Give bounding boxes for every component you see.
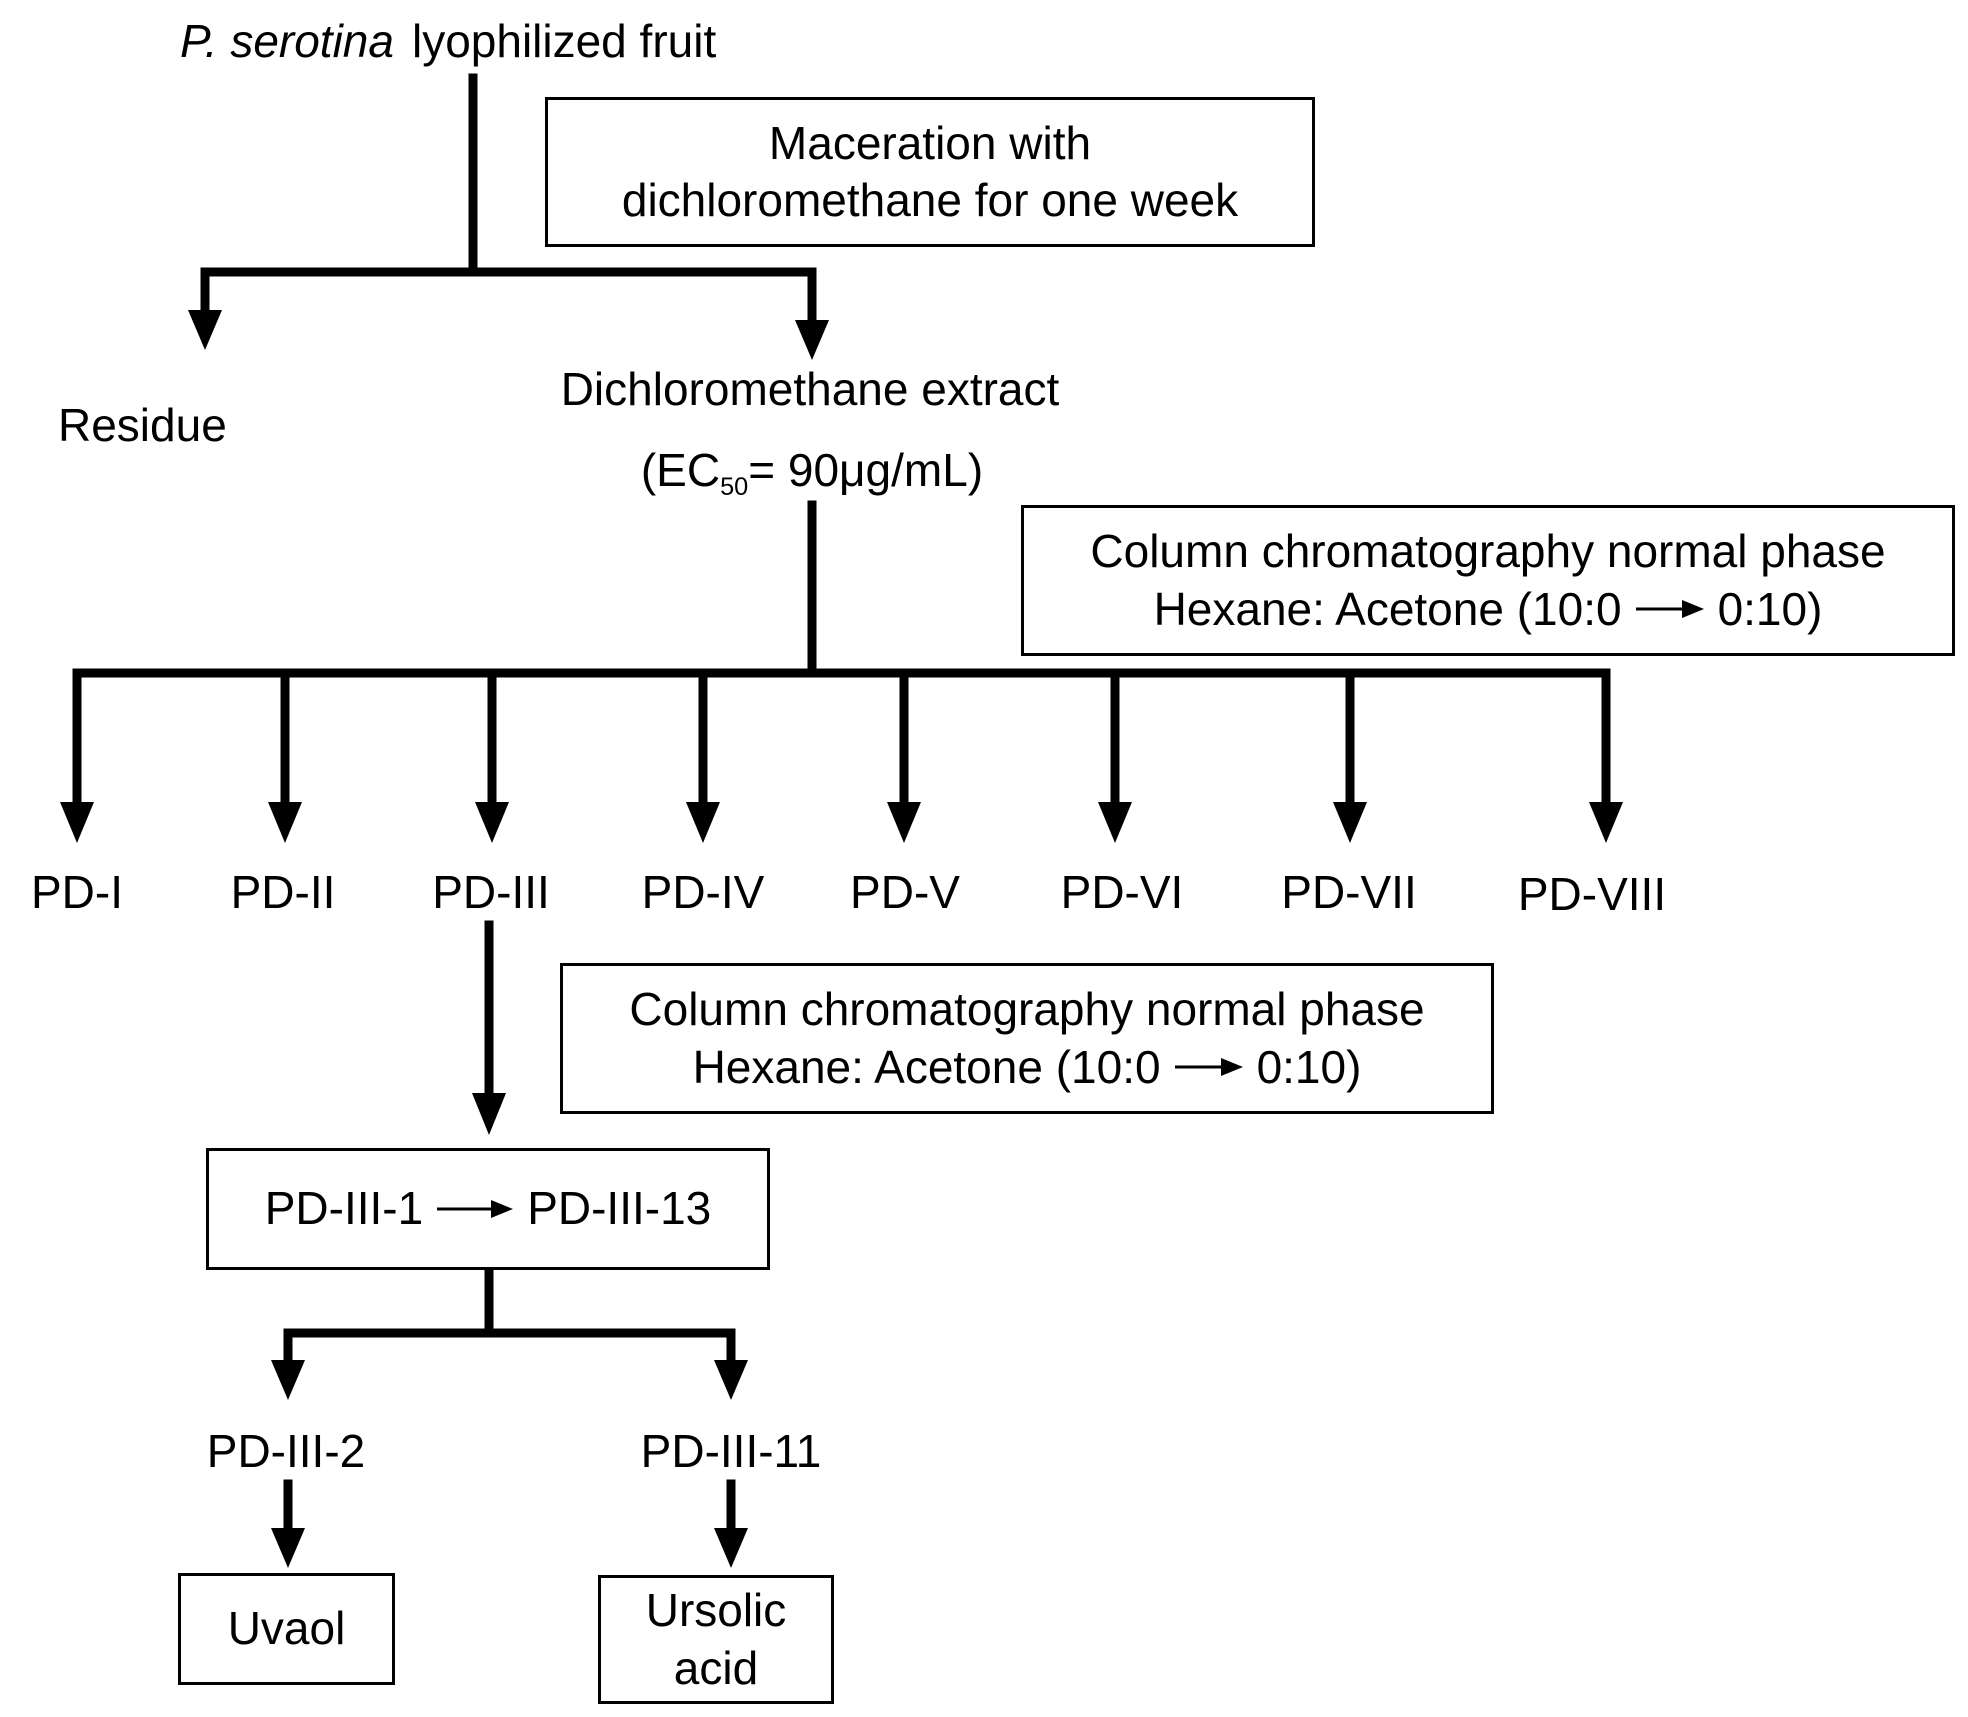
column1-gradient-end: 0:10): [1717, 582, 1823, 635]
column-box-2: Column chromatography normal phase Hexan…: [560, 963, 1494, 1114]
column1-line1: Column chromatography normal phase: [1090, 525, 1886, 577]
arrowhead-uvaol: [271, 1528, 305, 1568]
arrowhead-pd-iii-2: [271, 1360, 305, 1400]
arrowhead-subfractions: [472, 1093, 506, 1135]
start-label: P. serotina lyophilized fruit: [180, 18, 716, 64]
fraction-pd-i: PD-I: [31, 866, 123, 918]
arrowhead-pd-iv: [686, 802, 720, 843]
selected-pd-iii-2: PD-III-2: [206, 1425, 366, 1477]
column2-gradient-start: Hexane: Acetone (10:0: [692, 1040, 1161, 1093]
arrowhead-pd-iii-11: [714, 1360, 748, 1400]
column1-line2: Hexane: Acetone (10:0 0:10): [1154, 581, 1823, 639]
species-name: P. serotina: [180, 15, 394, 67]
selected-pd-iii-11: PD-III-11: [640, 1425, 822, 1477]
subfraction-from: PD-III-1: [264, 1182, 424, 1235]
start-rest: lyophilized fruit: [411, 15, 717, 67]
fraction-pd-v: PD-V: [850, 866, 960, 918]
arrowhead-residue: [188, 310, 222, 350]
arrowhead-pd-vi: [1098, 802, 1132, 843]
compound-ursolic-box: Ursolic acid: [598, 1575, 834, 1704]
subfractions-box: PD-III-1 PD-III-13: [206, 1148, 770, 1270]
maceration-line2: dichloromethane for one week: [621, 174, 1239, 226]
residue-label: Residue: [58, 399, 227, 451]
arrowhead-pd-v: [887, 802, 921, 843]
arrowhead-pd-viii: [1589, 802, 1623, 843]
column2-gradient-end: 0:10): [1256, 1040, 1362, 1093]
compound-ursolic-line1: Ursolic: [645, 1584, 787, 1636]
arrowhead-extract: [795, 320, 829, 360]
fraction-pd-viii: PD-VIII: [1517, 868, 1667, 920]
extract-label: Dichloromethane extract: [560, 363, 1060, 415]
arrowhead-ursolic: [714, 1528, 748, 1568]
maceration-line1: Maceration with: [768, 116, 1092, 169]
fraction-pd-iv: PD-IV: [641, 866, 765, 918]
arrowhead-pd-ii: [268, 802, 302, 843]
fraction-pd-vi: PD-VI: [1060, 866, 1184, 918]
fraction-pd-vii: PD-VII: [1281, 866, 1417, 918]
range-arrow-icon: [437, 1200, 514, 1218]
compound-ursolic-line2: acid: [673, 1641, 759, 1694]
fraction-pd-ii: PD-II: [230, 866, 336, 918]
ec50-value: = 90μg/mL): [748, 444, 984, 496]
maceration-box: Maceration with dichloromethane for one …: [545, 97, 1315, 247]
subfraction-to: PD-III-13: [527, 1182, 712, 1235]
compound-uvaol-box: Uvaol: [178, 1573, 395, 1685]
extract-ec50: (EC50= 90μg/mL): [640, 444, 984, 499]
arrowhead-pd-i: [60, 802, 94, 843]
fraction-pd-iii: PD-III: [432, 866, 550, 918]
arrowhead-pd-iii: [475, 802, 509, 843]
gradient-arrow-icon: [1174, 1058, 1243, 1077]
gradient-arrow-icon: [1635, 600, 1704, 619]
subfractions-range: PD-III-1 PD-III-13: [265, 1180, 712, 1238]
column2-line1: Column chromatography normal phase: [629, 983, 1425, 1035]
ec50-sub: 50: [720, 472, 749, 501]
column-box-1: Column chromatography normal phase Hexan…: [1021, 505, 1955, 656]
ec50-open: (EC: [640, 444, 721, 496]
column1-gradient-start: Hexane: Acetone (10:0: [1153, 582, 1622, 635]
compound-uvaol: Uvaol: [227, 1602, 346, 1655]
arrowhead-pd-vii: [1333, 802, 1367, 843]
column2-line2: Hexane: Acetone (10:0 0:10): [693, 1039, 1362, 1097]
